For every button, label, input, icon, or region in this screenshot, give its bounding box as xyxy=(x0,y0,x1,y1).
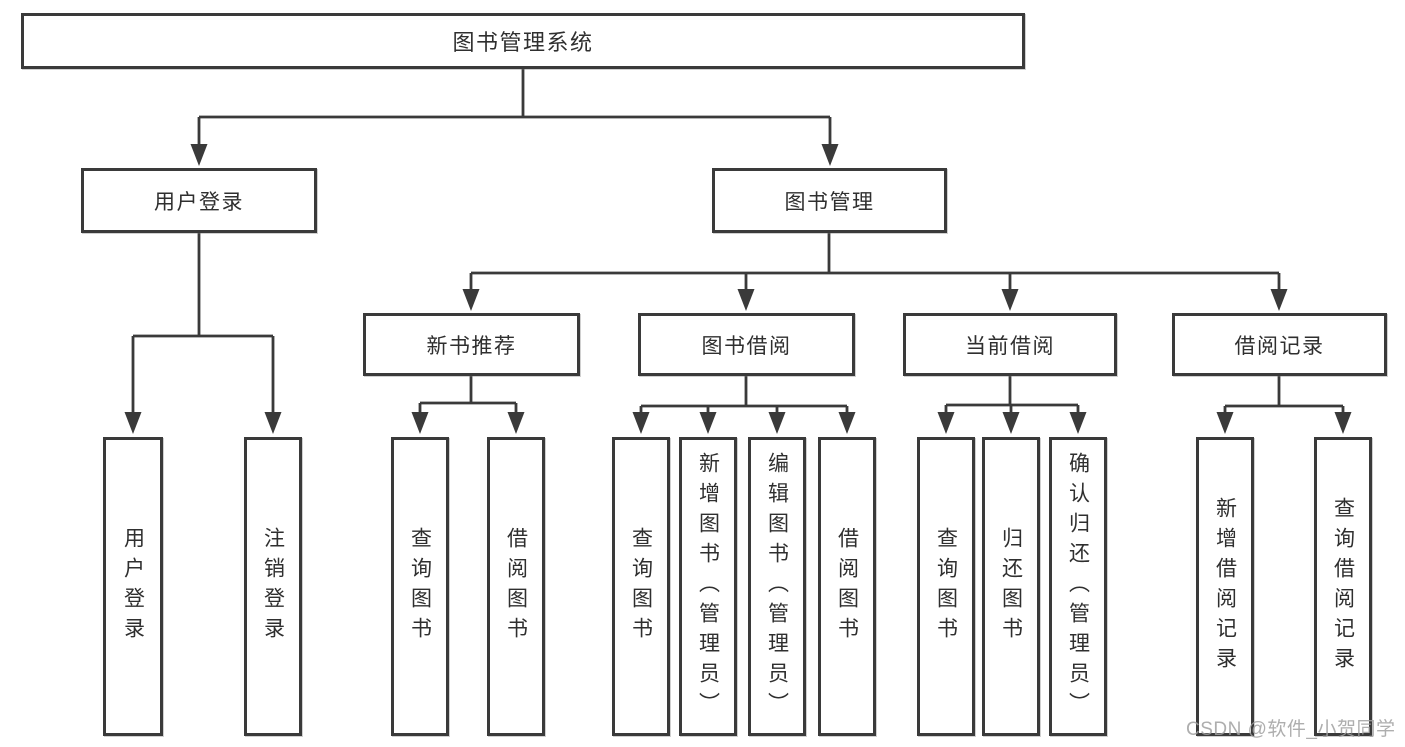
node-label: 图书管理系统 xyxy=(452,30,594,55)
arrow-down-icon xyxy=(1216,412,1234,434)
node-label: 编辑图书（管理员） xyxy=(765,451,789,722)
node-borrow-records: 借阅记录 xyxy=(1172,313,1387,376)
node-label: 注销登录 xyxy=(261,526,285,647)
arrow-down-icon xyxy=(411,412,429,434)
node-label: 用户登录 xyxy=(154,190,244,214)
node-root-book-management-system: 图书管理系统 xyxy=(21,13,1025,69)
node-label: 用户登录 xyxy=(121,526,145,647)
leaf-query-books: 查询图书 xyxy=(917,437,975,736)
arrow-down-icon xyxy=(190,144,208,166)
connector-book-management-to-level3 xyxy=(469,233,1281,292)
leaf-edit-books-admin: 编辑图书（管理员） xyxy=(748,437,806,736)
connector-root-to-level2 xyxy=(197,69,832,147)
arrow-down-icon xyxy=(1334,412,1352,434)
arrow-down-icon xyxy=(838,412,856,434)
leaf-query-books: 查询图书 xyxy=(391,437,449,736)
node-label: 新书推荐 xyxy=(426,334,517,358)
connector-user-login-to-leaves xyxy=(131,233,275,415)
node-label: 查询借阅记录 xyxy=(1331,496,1355,677)
leaf-query-books: 查询图书 xyxy=(612,437,670,736)
node-label: 当前借阅 xyxy=(965,334,1055,358)
csdn-watermark: CSDN @软件_小贺同学 xyxy=(1186,719,1396,740)
connector-current-borrow-to-leaves xyxy=(944,376,1080,415)
leaf-return-books: 归还图书 xyxy=(982,437,1040,736)
leaf-add-books-admin: 新增图书（管理员） xyxy=(679,437,737,736)
arrow-down-icon xyxy=(768,412,786,434)
arrow-down-icon xyxy=(124,412,142,434)
connector-book-borrow-to-leaves xyxy=(639,376,849,415)
node-book-borrow: 图书借阅 xyxy=(638,313,855,376)
arrow-down-icon xyxy=(264,412,282,434)
node-label: 借阅图书 xyxy=(835,526,859,647)
arrow-down-icon xyxy=(632,412,650,434)
node-label: 查询图书 xyxy=(934,526,958,647)
arrow-down-icon xyxy=(1001,289,1019,311)
arrow-down-icon xyxy=(937,412,955,434)
node-label: 新增借阅记录 xyxy=(1213,496,1237,677)
node-new-book-recommend: 新书推荐 xyxy=(363,313,580,376)
arrow-down-icon xyxy=(462,289,480,311)
node-current-borrow: 当前借阅 xyxy=(903,313,1117,376)
arrow-down-icon xyxy=(737,289,755,311)
leaf-confirm-return-admin: 确认归还（管理员） xyxy=(1049,437,1107,736)
node-user-login: 用户登录 xyxy=(81,168,317,233)
node-label: 确认归还（管理员） xyxy=(1066,451,1090,722)
leaf-logout: 注销登录 xyxy=(244,437,302,736)
arrow-down-icon xyxy=(1270,289,1288,311)
node-label: 查询图书 xyxy=(629,526,653,647)
node-label: 新增图书（管理员） xyxy=(696,451,720,722)
leaf-borrow-books: 借阅图书 xyxy=(487,437,545,736)
node-label: 图书借阅 xyxy=(701,334,792,358)
node-label: 图书管理 xyxy=(784,190,875,214)
arrow-down-icon xyxy=(821,144,839,166)
node-label: 归还图书 xyxy=(999,526,1023,647)
arrow-down-icon xyxy=(507,412,525,434)
leaf-query-borrow-record: 查询借阅记录 xyxy=(1314,437,1372,736)
connector-borrow-records-to-leaves xyxy=(1223,376,1345,415)
node-book-management: 图书管理 xyxy=(712,168,947,233)
leaf-borrow-books: 借阅图书 xyxy=(818,437,876,736)
arrow-down-icon xyxy=(1069,412,1087,434)
node-label: 查询图书 xyxy=(408,526,432,647)
connector-new-book-recommend-to-leaves xyxy=(418,376,518,415)
leaf-user-login: 用户登录 xyxy=(103,437,163,736)
arrow-down-icon xyxy=(1002,412,1020,434)
arrow-down-icon xyxy=(699,412,717,434)
leaf-add-borrow-record: 新增借阅记录 xyxy=(1196,437,1254,736)
node-label: 借阅图书 xyxy=(504,526,528,647)
node-label: 借阅记录 xyxy=(1234,334,1325,358)
